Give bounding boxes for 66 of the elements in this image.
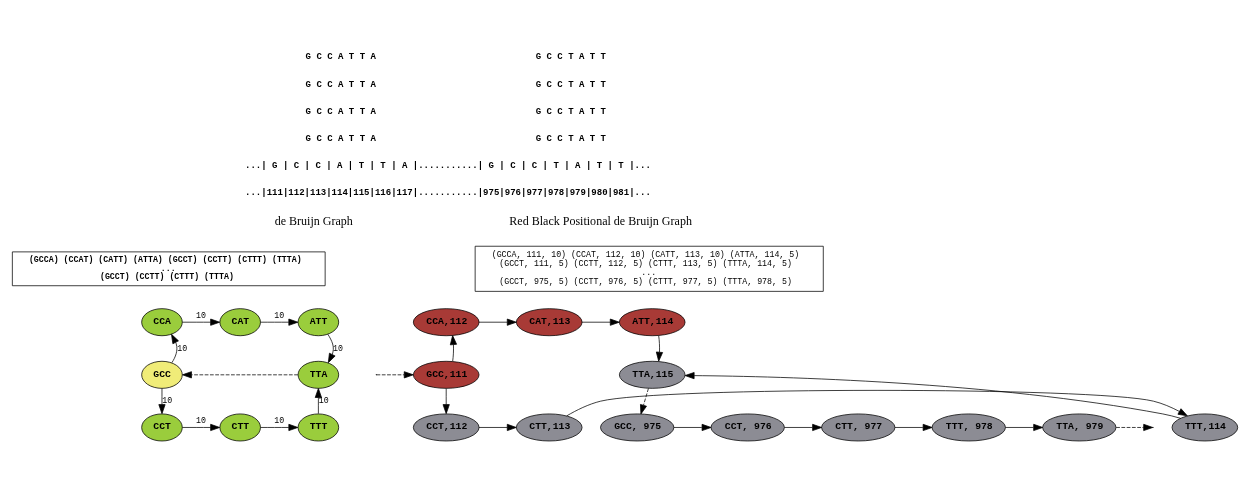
label: ...| G | C | C | A | T | T | A |...........| G | C | C | T | A | T | T |... [245,159,651,171]
node-ellipse: TTA, 979 [1042,413,1117,442]
edge-label: 10 [274,415,285,425]
label: de Bruijn Graph [274,214,353,229]
arrow [376,371,414,379]
edge-label: 10 [196,415,207,425]
arrow [684,372,1181,419]
arrow [171,333,179,364]
node-ellipse: CCT,112 [413,413,480,442]
edge-label: 10 [177,343,188,353]
node-ellipse: TTA,115 [619,360,686,389]
node-ellipse: TTT [297,413,340,442]
arrow [260,423,299,431]
node-ellipse: TTA [297,360,340,389]
node-ellipse: CTT,113 [516,413,583,442]
node-ellipse: TTT, 978 [931,413,1006,442]
label: G C C T A T T [535,132,607,144]
arrow [181,423,221,431]
node-ellipse: CTT, 977 [821,413,896,442]
label: G C C A T T A [305,78,376,90]
arrow [327,333,336,364]
label: G C C A T T A [305,132,376,144]
label: G C C A T T A [305,105,376,117]
arrow [314,388,322,414]
arrow [442,388,450,414]
edge-label: 10 [196,310,207,320]
label: Red Black Positional de Bruijn Graph [509,214,692,229]
label: G C C T A T T [535,51,607,63]
edge-label: 10 [162,396,173,406]
node-ellipse: GCC [141,360,183,389]
node-ellipse: CCT, 976 [710,413,785,442]
edge-label: 10 [318,396,329,406]
node-box: (GCCA, 111, 10) (CCAT, 112, 10) (CATT, 113, 10) (ATTA, 114, 5) (GCCT, 111, 5) (CCTT, 112, 5) (CTTT, 113, 5) (TTTA, 114, 5) ... (GCCT, 975, 5) (CCTT, 976, 5) (CTTT, 977, 5) (TTTA, 978, 5) [474,245,824,292]
node-box: (GCCA) (CCAT) (CATT) (ATTA) (GCCT) (CCTT) (CTTT) (TTTA) ... (GCCT) (CCTT) (CTTT) (TTTA) [11,251,326,287]
node-ellipse: CCA [141,308,183,337]
node-ellipse: ATT,114 [619,308,686,337]
node-ellipse: CTT [219,413,261,442]
arrow [478,318,517,326]
label: G C C T A T T [535,105,607,117]
edge-label: 10 [332,343,343,353]
node-ellipse: CCA,112 [413,308,480,337]
node-ellipse: GCC,111 [413,360,480,389]
arrow [181,318,221,326]
node-ellipse: TTT,114 [1171,413,1239,442]
arrow [784,423,822,431]
node-ellipse: CAT,113 [516,308,583,337]
arrow [640,388,649,415]
label: G C C T A T T [535,78,607,90]
arrow [894,423,933,431]
node-ellipse: GCC, 975 [600,413,675,442]
node-ellipse: CCT [141,413,183,442]
arrow [1005,423,1044,431]
arrow [182,371,299,379]
node-ellipse: CAT [219,308,261,337]
label: G C C A T T A [305,51,376,63]
arrow [158,388,166,414]
edge-label: 10 [274,310,285,320]
arrow [478,423,517,431]
arrow [655,335,663,362]
arrow [673,423,712,431]
arrow [581,318,620,326]
arrow [449,335,457,362]
arrow [566,390,1188,417]
arrow [260,318,299,326]
label: ...|111|112|113|114|115|116|117|...........|975|976|977|978|979|980|981|... [245,186,651,198]
node-ellipse: ATT [297,308,340,337]
